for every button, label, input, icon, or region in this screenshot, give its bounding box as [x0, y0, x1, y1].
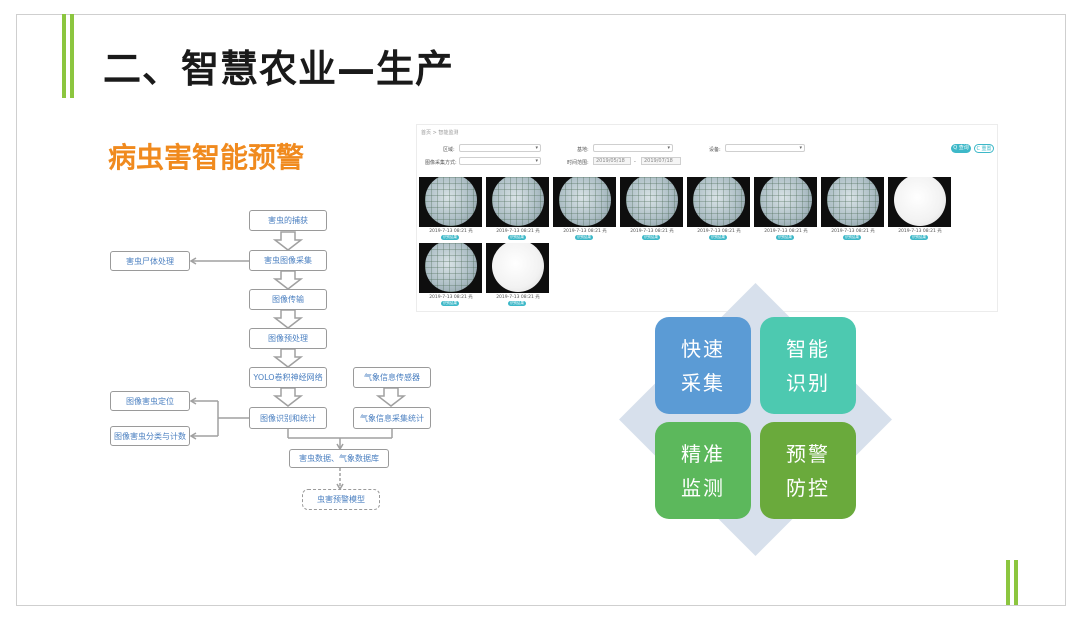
trap-image-6[interactable] [754, 177, 817, 227]
view-result-button[interactable]: 识别结果 [508, 235, 526, 240]
view-result-button[interactable]: 识别结果 [441, 235, 459, 240]
flow-side-disposal: 害虫尸体处理 [110, 251, 190, 271]
feature-line-1: 快速 [681, 336, 725, 361]
accent-bar-bottom-2 [1014, 560, 1018, 605]
feature-line-2: 防控 [786, 475, 830, 500]
flow-step-preprocess: 图像预处理 [249, 328, 327, 349]
date-end-input[interactable]: 2019/07/18 [641, 157, 681, 165]
image-caption: 2019-7-13 08:21 光 [496, 295, 540, 300]
view-result-button[interactable]: 识别结果 [642, 235, 660, 240]
date-separator: - [634, 159, 636, 165]
filter-label-capture-mode: 图像采集方式: [425, 160, 457, 166]
trap-dish [492, 243, 544, 292]
date-start-input[interactable]: 2019/05/18 [593, 157, 631, 165]
feature-line-2: 识别 [786, 370, 830, 395]
trap-dish [425, 177, 477, 226]
trap-dish [760, 177, 812, 226]
trap-image-5[interactable] [687, 177, 750, 227]
slide-frame [16, 14, 1066, 606]
flow-step-yolo: YOLO卷积神经网络 [249, 367, 327, 388]
image-caption: 2019-7-13 08:21 光 [898, 229, 942, 234]
device-select[interactable]: ▾ [725, 144, 805, 152]
view-result-button[interactable]: 识别结果 [709, 235, 727, 240]
feature-line-1: 预警 [786, 441, 830, 466]
accent-bar-top-1 [62, 14, 66, 98]
flow-step-image-collect: 害虫图像采集 [249, 250, 327, 271]
image-caption: 2019-7-13 08:21 光 [630, 229, 674, 234]
view-result-button[interactable]: 识别结果 [843, 235, 861, 240]
feature-smart-recognize: 智能识别 [760, 317, 856, 414]
filter-label-time-range: 时间范围: [567, 160, 589, 166]
feature-fast-collect: 快速采集 [655, 317, 751, 414]
flow-step-recognize: 图像识别和统计 [249, 407, 327, 429]
image-caption: 2019-7-13 08:21 光 [563, 229, 607, 234]
trap-image-10[interactable] [486, 243, 549, 293]
base-select[interactable]: ▾ [593, 144, 673, 152]
accent-bar-top-2 [70, 14, 74, 98]
trap-dish [492, 177, 544, 226]
flow-database: 害虫数据、气象数据库 [289, 449, 389, 468]
trap-dish [559, 177, 611, 226]
filter-label-device: 设备: [709, 147, 721, 153]
view-result-button[interactable]: 识别结果 [441, 301, 459, 306]
reset-button[interactable]: C 重置 [974, 144, 994, 153]
trap-dish [693, 177, 745, 226]
image-caption: 2019-7-13 08:21 光 [764, 229, 808, 234]
trap-image-2[interactable] [486, 177, 549, 227]
flow-step-transmit: 图像传输 [249, 289, 327, 310]
capture-mode-select[interactable]: ▾ [459, 157, 541, 165]
flow-weather-sensor: 气象信息传感器 [353, 367, 431, 388]
trap-image-4[interactable] [620, 177, 683, 227]
trap-dish [894, 177, 946, 226]
slide-title: 二、智慧农业—生产 [103, 47, 455, 91]
flow-side-locate: 图像害虫定位 [110, 391, 190, 411]
view-result-button[interactable]: 识别结果 [910, 235, 928, 240]
view-result-button[interactable]: 识别结果 [575, 235, 593, 240]
image-caption: 2019-7-13 08:21 光 [831, 229, 875, 234]
image-caption: 2019-7-13 08:21 光 [496, 229, 540, 234]
feature-line-2: 采集 [681, 370, 725, 395]
image-caption: 2019-7-13 08:21 光 [697, 229, 741, 234]
trap-image-3[interactable] [553, 177, 616, 227]
view-result-button[interactable]: 识别结果 [508, 301, 526, 306]
query-button[interactable]: Q 查询 [951, 144, 971, 153]
trap-dish [425, 243, 477, 292]
flow-step-capture: 害虫的捕获 [249, 210, 327, 231]
trap-image-1[interactable] [419, 177, 482, 227]
trap-image-8[interactable] [888, 177, 951, 227]
image-caption: 2019-7-13 08:21 光 [429, 229, 473, 234]
trap-image-7[interactable] [821, 177, 884, 227]
accent-bar-bottom-1 [1006, 560, 1010, 605]
flow-warning-model: 虫害预警模型 [302, 489, 380, 510]
flow-side-classify: 图像害虫分类与计数 [110, 426, 190, 446]
breadcrumb: 首页 > 智能监测 [421, 130, 459, 136]
image-caption: 2019-7-13 08:21 光 [429, 295, 473, 300]
monitor-screenshot: 首页 > 智能监测 区域: ▾ 基地: ▾ 设备: ▾ 图像采集方式: ▾ 时间… [416, 124, 998, 312]
section-subtitle: 病虫害智能预警 [108, 141, 305, 174]
feature-precise-monitor: 精准监测 [655, 422, 751, 519]
flow-weather-stats: 气象信息采集统计 [353, 407, 431, 429]
trap-image-9[interactable] [419, 243, 482, 293]
area-select[interactable]: ▾ [459, 144, 541, 152]
trap-dish [626, 177, 678, 226]
feature-line-1: 精准 [681, 441, 725, 466]
feature-warning-control: 预警防控 [760, 422, 856, 519]
trap-dish [827, 177, 879, 226]
filter-label-base: 基地: [577, 147, 589, 153]
feature-line-1: 智能 [786, 336, 830, 361]
filter-label-area: 区域: [443, 147, 455, 153]
feature-line-2: 监测 [681, 475, 725, 500]
view-result-button[interactable]: 识别结果 [776, 235, 794, 240]
